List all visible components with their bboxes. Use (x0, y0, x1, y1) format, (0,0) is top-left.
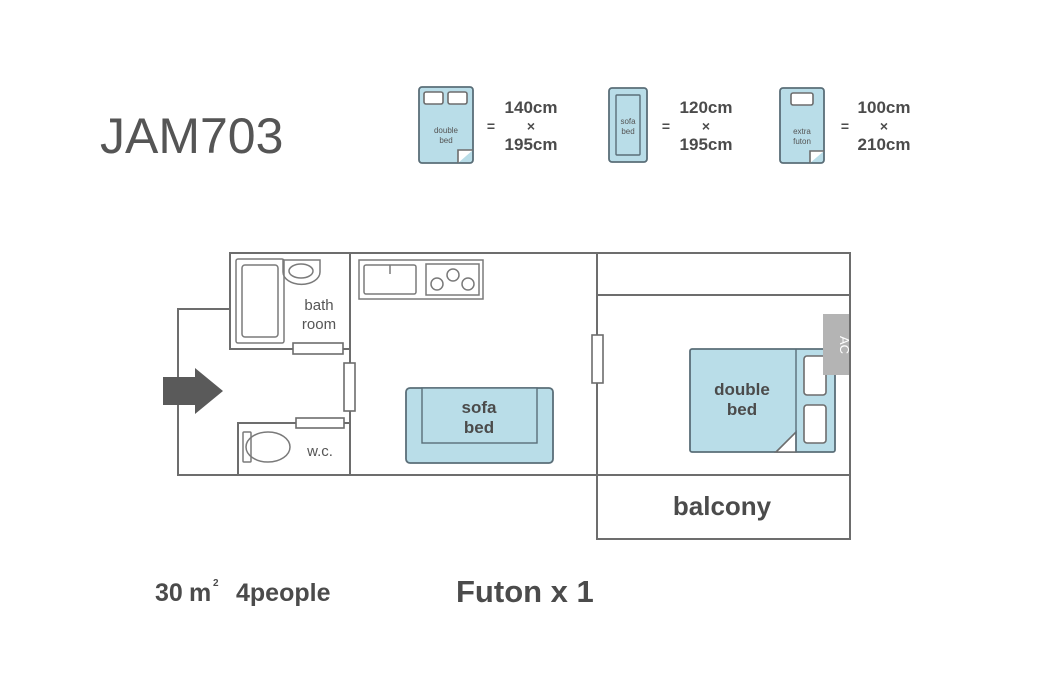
footer-area: 30 m 2 (155, 578, 219, 607)
sofa-bed-icon (608, 87, 648, 163)
double-bed-label-1: double (714, 380, 770, 399)
ac-box (823, 314, 849, 375)
double-bed-label-2: bed (727, 400, 757, 419)
legend-sofa-bed-label-2: bed (621, 127, 634, 136)
ac-unit: AC (823, 314, 852, 375)
double-bed-icon (418, 86, 474, 164)
sofa-bed-label-1: sofa (462, 398, 498, 417)
legend-sofa-bed-eq: = (662, 118, 670, 134)
wc: w.c. (237, 417, 350, 475)
legend-sofa-bed-times: × (702, 118, 710, 134)
legend-extra-futon-label-1: extra (793, 127, 811, 136)
wc-door (295, 417, 345, 429)
people-count: 4people (236, 579, 331, 607)
bathroom: bath room (229, 258, 350, 355)
toilet-icon (245, 431, 291, 463)
pillow-1 (803, 355, 827, 396)
legend-extra-futon-width: 100cm (858, 98, 911, 117)
balcony-label: balcony (673, 491, 772, 521)
sofa-bed-label-2: bed (464, 418, 494, 437)
legend-double-bed-times: × (527, 118, 535, 134)
legend-double-bed-width: 140cm (505, 98, 558, 117)
extra-futon-icon (779, 87, 825, 164)
area-number: 30 (155, 579, 183, 607)
legend-sofa-bed-width: 120cm (680, 98, 733, 117)
bathroom-label-1: bath (304, 297, 333, 314)
double-bed: double bed (689, 348, 836, 453)
legend-sofa-bed-label-1: sofa (620, 117, 636, 126)
kitchen (358, 259, 484, 300)
toilet-tank (242, 431, 252, 463)
legend-extra-futon-times: × (880, 118, 888, 134)
bathtub (235, 258, 285, 344)
area-unit: m (189, 579, 211, 607)
legend-double-bed: double bed = 140cm × 195cm (418, 86, 558, 164)
legend-sofa-bed-length: 195cm (680, 135, 733, 154)
sink-icon (282, 259, 321, 286)
wc-label: w.c. (306, 443, 333, 460)
pillow-2 (803, 404, 827, 444)
area-superscript: 2 (213, 578, 219, 589)
ac-label: AC (837, 336, 852, 354)
legend-double-bed-label-1: double (434, 126, 459, 135)
bathroom-label-2: room (302, 316, 336, 333)
futon-count: Futon x 1 (456, 574, 594, 609)
legend-double-bed-label-2: bed (439, 136, 452, 145)
sofa-bed: sofa bed (405, 387, 554, 464)
main-room-door (343, 362, 356, 412)
legend-extra-futon-eq: = (841, 118, 849, 134)
legend-extra-futon-length: 210cm (858, 135, 911, 154)
bathroom-door (292, 342, 344, 355)
legend-extra-futon: extra futon = 100cm × 210cm (779, 87, 911, 164)
kitchen-counter (358, 259, 484, 300)
unit-title: JAM703 (100, 108, 283, 164)
legend-sofa-bed: sofa bed = 120cm × 195cm (608, 87, 733, 163)
entrance-arrow-icon (163, 368, 223, 414)
stove-icon (425, 263, 480, 296)
legend-extra-futon-label-2: futon (793, 137, 811, 146)
legend-double-bed-eq: = (487, 118, 495, 134)
bedroom-door (591, 334, 604, 384)
legend-double-bed-length: 195cm (505, 135, 558, 154)
